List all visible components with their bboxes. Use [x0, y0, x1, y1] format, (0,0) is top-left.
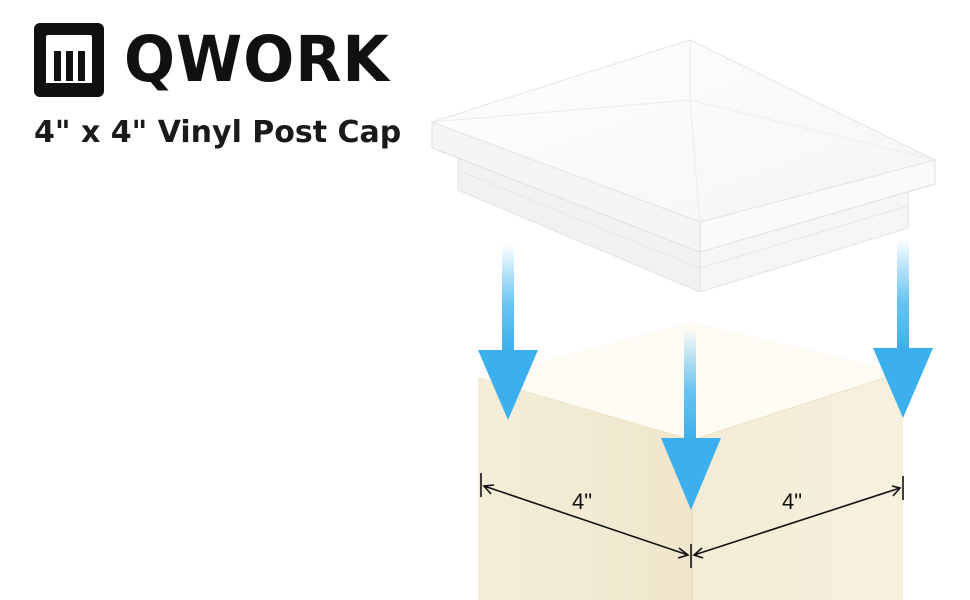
arrow-right	[873, 240, 933, 418]
arrow-left	[478, 245, 538, 420]
dimension-lines	[480, 473, 904, 568]
qwork-logo-icon	[34, 23, 104, 97]
arrow-center	[661, 330, 721, 510]
brand-header: QWORK	[34, 20, 390, 100]
dimension-label-left: 4"	[572, 489, 592, 514]
brand-name: QWORK	[124, 23, 390, 97]
post-cap	[430, 39, 937, 293]
dimension-label-right: 4"	[782, 489, 802, 514]
product-title: 4" x 4" Vinyl Post Cap	[34, 115, 402, 150]
